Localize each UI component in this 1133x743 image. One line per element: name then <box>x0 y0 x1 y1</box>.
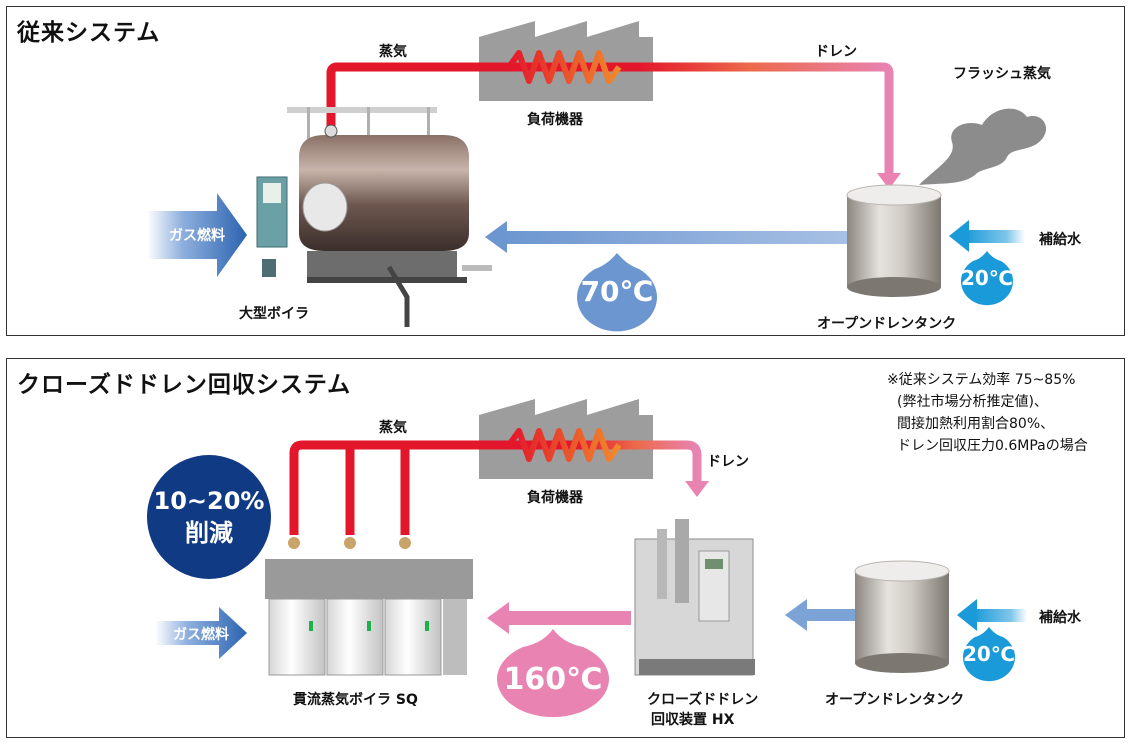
load-equipment-label: 負荷機器 <box>527 112 583 128</box>
tank-label: オープンドレンタンク <box>825 692 965 708</box>
return-temp-text: 70℃ <box>581 275 654 308</box>
flash-steam-label: フラッシュ蒸気 <box>953 66 1051 82</box>
boiler-label: 大型ボイラ <box>239 306 309 322</box>
drain-label: ドレン <box>815 44 857 60</box>
load-equipment-factory <box>479 21 653 101</box>
drain-label: ドレン <box>707 454 749 470</box>
makeup-water-arrow <box>949 220 1025 252</box>
open-drain-tank <box>846 184 942 297</box>
note-line-1: ※従来システム効率 75~85% <box>887 372 1076 388</box>
return-temp-text: 160℃ <box>504 662 603 697</box>
return-arrow <box>487 602 631 634</box>
gas-fuel-text: ガス燃料 <box>173 626 229 643</box>
conventional-system-panel: 70℃ 20℃ ガス燃料 従来システム 蒸気 負荷機器 ドレン フラッシュ蒸気 … <box>6 6 1125 336</box>
reduction-label-text: 削減 <box>185 519 233 547</box>
gas-fuel-text: ガス燃料 <box>169 227 225 244</box>
makeup-temp-drop <box>961 251 1013 306</box>
drain-arrow-head <box>685 481 709 497</box>
flash-steam-cloud <box>919 108 1047 185</box>
reduction-value-text: 10~20% <box>154 487 265 515</box>
steam-label: 蒸気 <box>379 420 407 436</box>
return-arrow <box>485 221 847 253</box>
load-equipment-factory <box>479 399 653 479</box>
makeup-water-arrow <box>957 599 1027 631</box>
closed-diagram: 10~20% 削減 ガス燃料 160℃ 20℃ <box>147 399 1027 718</box>
note-line-3: 間接加熱利用割合80%、 <box>897 416 1055 432</box>
makeup-temp-drop <box>963 627 1016 682</box>
open-drain-tank <box>854 560 950 673</box>
heat-exchanger-coil <box>506 428 622 462</box>
steam-drain-pipe <box>326 62 894 175</box>
gas-fuel-arrow <box>147 193 247 277</box>
return-temp-drop <box>577 253 657 332</box>
tank-to-hx-arrow <box>785 599 855 631</box>
note-line-4: ドレン回収圧力0.6MPaの場合 <box>897 438 1088 454</box>
recovery-unit-label-line1: クローズドドレン <box>647 692 759 708</box>
conventional-title: 従来システム <box>17 20 161 46</box>
note-line-2: (弊社市場分析推定値)、 <box>897 394 1048 410</box>
conventional-diagram: 70℃ 20℃ ガス燃料 <box>147 21 1047 332</box>
closed-title: クローズドドレン回収システム <box>17 372 352 398</box>
gas-fuel-arrow <box>155 607 247 659</box>
makeup-water-label: 補給水 <box>1039 232 1081 248</box>
reduction-badge <box>147 455 271 579</box>
tank-label: オープンドレンタンク <box>817 316 957 332</box>
recovery-unit-label-line2: 回収装置 HX <box>651 712 735 728</box>
once-through-boilers <box>265 537 473 676</box>
makeup-temp-text: 20℃ <box>961 266 1013 290</box>
boiler-label: 貫流蒸気ボイラ SQ <box>293 692 418 708</box>
efficiency-note: ※従来システム効率 75~85% (弊社市場分析推定値)、 間接加熱利用割合80… <box>887 369 1088 457</box>
closed-drain-recovery-unit <box>634 519 755 676</box>
return-temp-drop <box>497 629 609 718</box>
load-equipment-label: 負荷機器 <box>527 490 583 506</box>
steam-header-pipe <box>289 440 702 535</box>
heat-exchanger-coil <box>506 50 622 84</box>
large-boiler <box>256 107 492 327</box>
makeup-water-label: 補給水 <box>1039 610 1081 626</box>
steam-label: 蒸気 <box>379 44 407 60</box>
makeup-temp-text: 20℃ <box>963 642 1015 666</box>
closed-system-panel: 10~20% 削減 ガス燃料 160℃ 20℃ クローズドドレン回収システム 蒸… <box>6 358 1125 738</box>
drain-arrow-head <box>877 173 901 189</box>
